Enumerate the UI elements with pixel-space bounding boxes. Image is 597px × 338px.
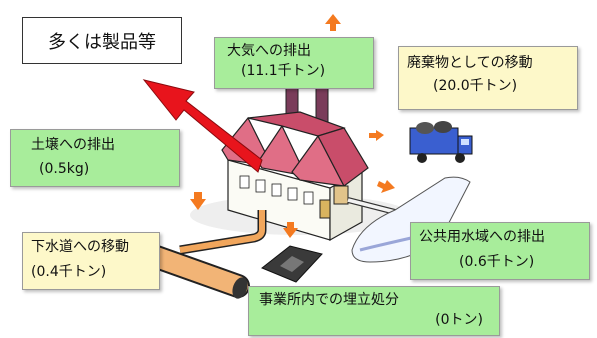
sewer-value: (0.4千トン)	[31, 264, 107, 281]
waste-transfer-label: 廃棄物としての移動	[407, 55, 533, 71]
atmosphere-value: (11.1千トン)	[241, 63, 326, 80]
sewer-box: 下水道への移動 (0.4千トン)	[22, 232, 160, 290]
soil-label: 土壌への排出	[31, 137, 115, 153]
factory-building	[221, 111, 369, 242]
waste-transfer-value: (20.0千トン)	[433, 78, 518, 95]
atmosphere-box: 大気への排出 (11.1千トン)	[214, 37, 374, 89]
water-channel	[351, 176, 471, 263]
landfill-label: 事業所内での埋立処分	[259, 292, 399, 308]
products-title: 多くは製品等	[48, 31, 156, 53]
public-water-value: (0.6千トン)	[459, 254, 535, 271]
emission-arrows	[190, 14, 395, 238]
soil-value: (0.5kg)	[39, 161, 90, 178]
atmosphere-label: 大気への排出	[227, 43, 311, 59]
products-arrow	[142, 79, 263, 173]
products-title-box: 多くは製品等	[22, 17, 182, 64]
landfill-value: (0トン)	[435, 312, 483, 329]
public-water-box: 公共用水域への排出 (0.6千トン)	[410, 222, 590, 280]
public-water-label: 公共用水域への排出	[419, 229, 545, 245]
landfill-box: 事業所内での埋立処分 (0トン)	[248, 286, 500, 336]
waste-transfer-box: 廃棄物としての移動 (20.0千トン)	[398, 46, 578, 110]
sewer-label: 下水道への移動	[31, 239, 129, 255]
truck-icon	[409, 121, 473, 163]
soil-box: 土壌への排出 (0.5kg)	[10, 129, 180, 187]
